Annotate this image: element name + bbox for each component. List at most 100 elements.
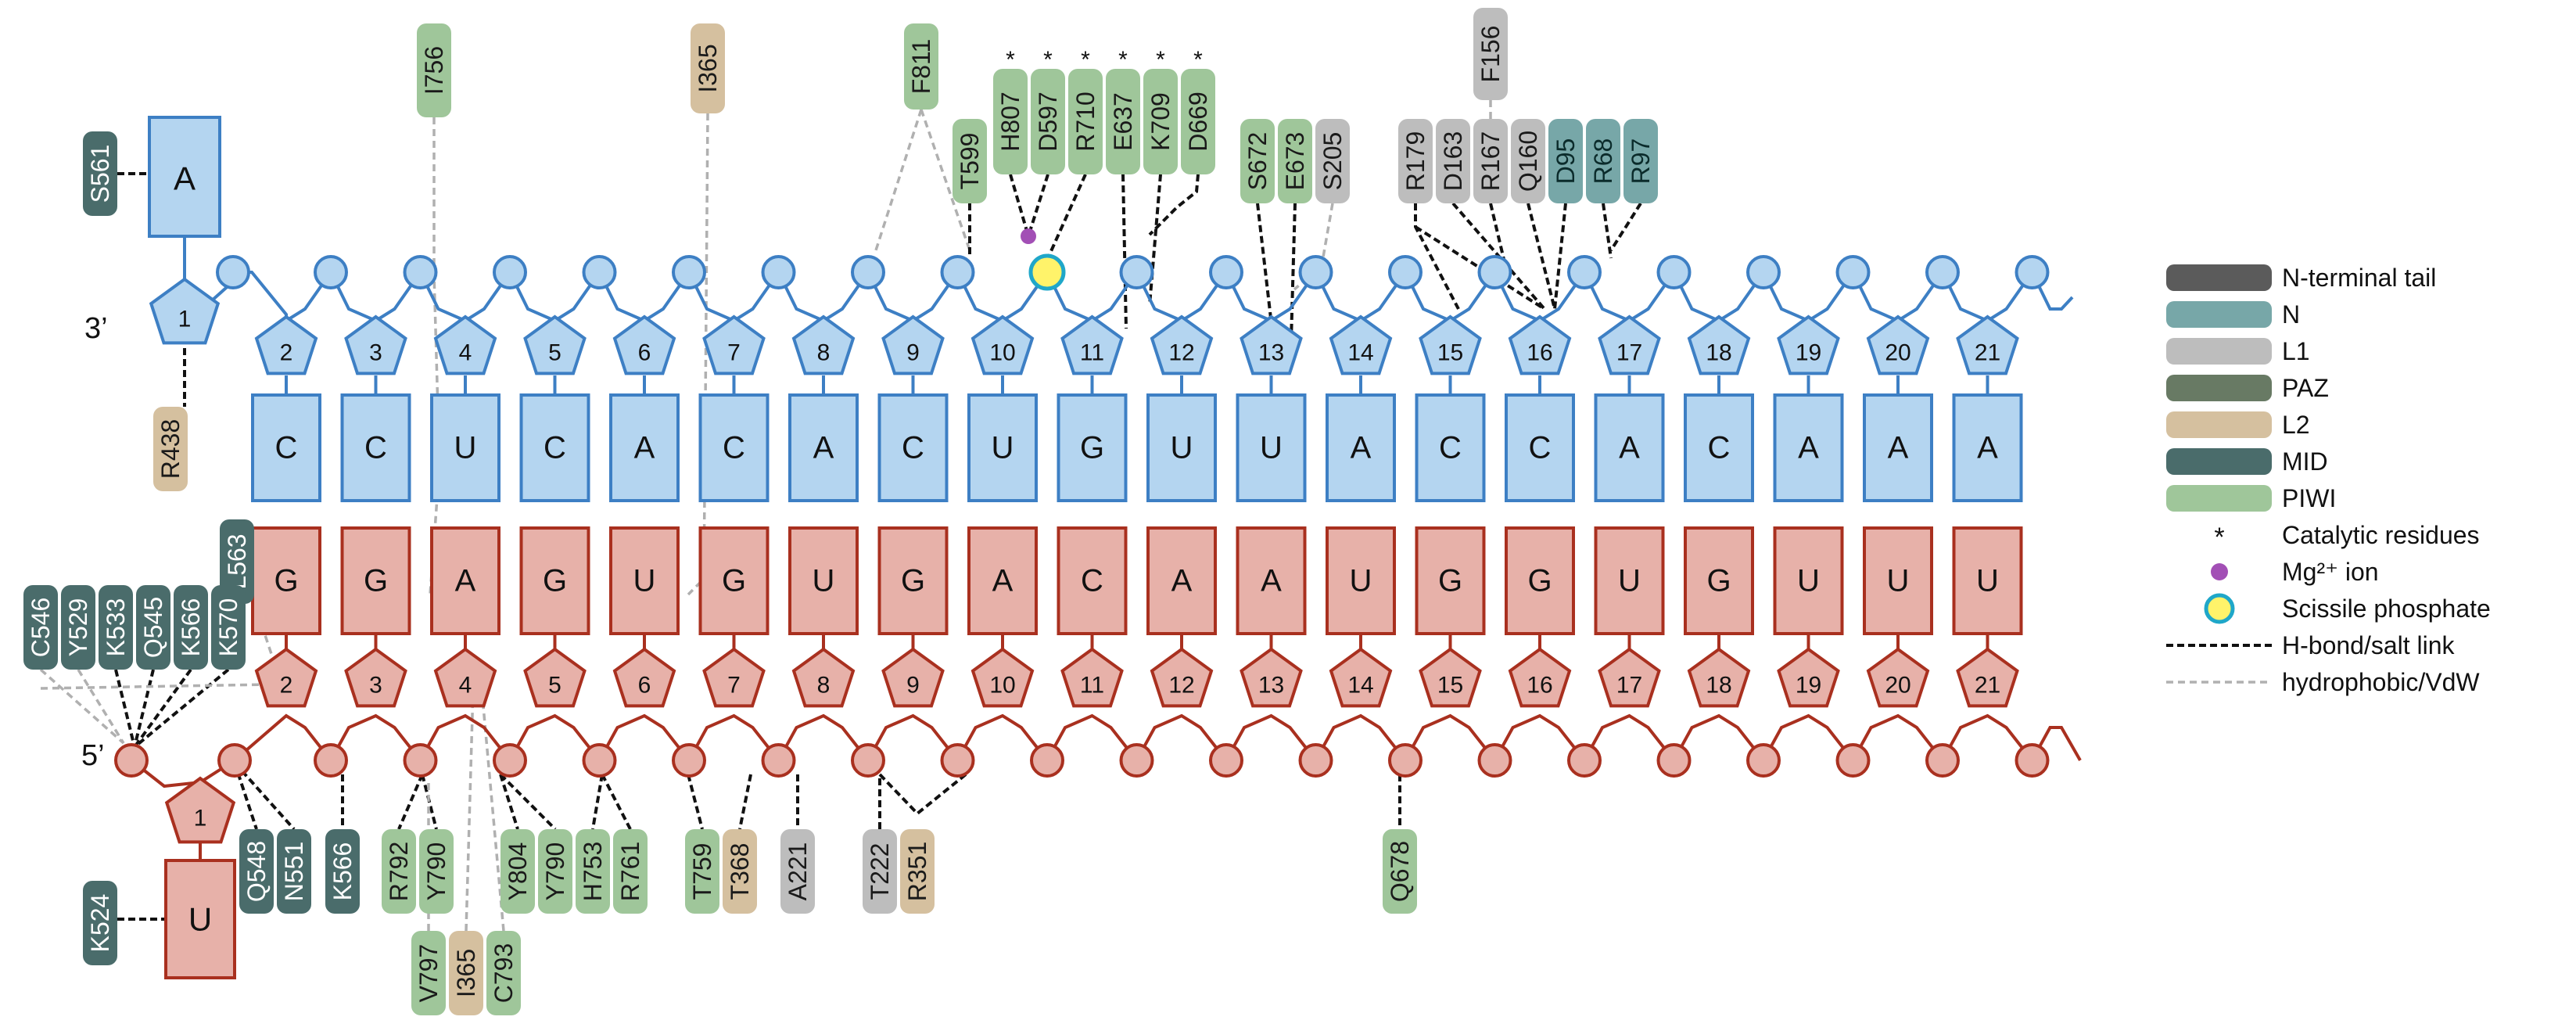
legend: N-terminal tailNL1PAZL2MIDPIWI*Catalytic… (2166, 264, 2491, 696)
vdw-line (920, 109, 971, 251)
guide-sugar (1240, 647, 1303, 708)
target-phosphate (582, 255, 617, 289)
vdw-line (479, 680, 505, 932)
residue-label: Y529 (64, 598, 92, 657)
residue-pill-piwi (685, 829, 719, 914)
guide-phosphate (1119, 743, 1154, 778)
guide-base-box (788, 526, 859, 635)
guide-base-box (430, 526, 500, 635)
target-base-box (698, 393, 770, 502)
target-sugar (1777, 314, 1840, 375)
residue-label: Y804 (504, 842, 532, 901)
target-phosphate (851, 255, 885, 289)
guide-base-box (1863, 526, 1933, 635)
guide-sugar (702, 647, 766, 708)
hbond-line (687, 774, 704, 830)
hbond-line (601, 774, 632, 830)
guide-base-box (1326, 526, 1396, 635)
residue-label: T222 (866, 843, 894, 900)
residue-label: E673 (1281, 132, 1309, 191)
target-phosphate (1925, 255, 1960, 289)
legend-label: L1 (2282, 337, 2310, 365)
guide-base: A (1171, 564, 1193, 598)
guide-base-box-1 (164, 859, 236, 979)
guide-phosphate (217, 743, 252, 778)
guide-position-1: 1 (194, 806, 207, 832)
residue-label: Q548 (242, 841, 271, 902)
guide-position: 21 (1975, 673, 2000, 699)
target-sugar (1508, 314, 1572, 375)
guide-sugar (791, 647, 856, 708)
residue-label: D597 (1034, 92, 1062, 152)
residue-pill-n (1586, 119, 1620, 203)
guide-base-box (1236, 526, 1307, 635)
residue-pill-l- (780, 829, 815, 914)
guide-base: U (633, 564, 656, 598)
legend-label: Catalytic residues (2282, 521, 2480, 549)
guide-phosphate (1209, 743, 1243, 778)
target-position: 7 (727, 340, 741, 366)
guide-sugar (1866, 647, 1930, 708)
hbond-line (114, 669, 136, 748)
legend-swatch (2166, 264, 2272, 291)
guide-base: G (1706, 564, 1731, 598)
target-base-box (1952, 393, 2023, 502)
target-position: 15 (1437, 340, 1463, 366)
legend-swatch (2166, 301, 2272, 328)
residue-label: R97 (1627, 138, 1655, 185)
guide-phosphate (1835, 743, 1871, 778)
residue-pill-piwi (1240, 119, 1275, 203)
guide-base-box (251, 526, 321, 635)
guide-base-box (1146, 526, 1217, 635)
target-base: C (723, 431, 745, 465)
catalytic-star: * (1156, 47, 1165, 73)
target-position: 11 (1080, 340, 1104, 366)
target-backbone (233, 269, 2074, 324)
residue-pill-mid (136, 585, 170, 670)
residue-label: Q678 (1386, 841, 1414, 902)
residue-label: R710 (1071, 92, 1100, 152)
residue-label: Q160 (1514, 131, 1542, 192)
residue-pill (220, 519, 254, 604)
residue-label: C546 (27, 598, 55, 658)
target-base: A (1888, 431, 1909, 465)
target-phosphate (1835, 255, 1871, 289)
residue-pill-l- (1473, 8, 1508, 100)
target-phosphate (2015, 255, 2050, 289)
guide-sugar (970, 647, 1035, 708)
residue-label: R761 (616, 842, 644, 902)
residue-pill (83, 881, 117, 965)
residue-label: T368 (726, 843, 754, 900)
mg-ion (1021, 228, 1036, 244)
target-sugar (702, 314, 766, 375)
guide-phosphate (314, 743, 348, 778)
three-prime-label: 3’ (84, 312, 108, 345)
catalytic-star: * (1193, 47, 1203, 73)
target-sugar (1150, 314, 1214, 375)
target-sugar (1060, 314, 1124, 375)
guide-sugar (1329, 647, 1393, 708)
hbond-line (499, 773, 557, 831)
interaction-lines (39, 100, 1642, 932)
guide-sugar (1150, 647, 1214, 708)
vdw-line (687, 113, 709, 596)
target-phosphate (1388, 255, 1423, 289)
guide-base-box (340, 526, 411, 635)
residue-pill-piwi (953, 119, 987, 203)
target-base: A (634, 431, 655, 465)
guide-sugar (433, 647, 497, 708)
guide-phosphate (1298, 743, 1333, 778)
legend-label: PAZ (2282, 374, 2329, 402)
residue-pill-piwi (904, 23, 938, 110)
residue-pill-l- (1398, 119, 1433, 203)
target-base: A (813, 431, 834, 465)
residue-pill-piwi (486, 931, 521, 1015)
residue-pill-mid (23, 585, 58, 670)
hbond-line (397, 774, 424, 830)
target-sugar (433, 314, 497, 375)
target-position: 9 (906, 340, 920, 366)
target-base: A (1977, 431, 1998, 465)
target-position: 19 (1796, 340, 1821, 366)
guide-sugar (1419, 647, 1482, 708)
target-base-box (1594, 393, 1665, 502)
